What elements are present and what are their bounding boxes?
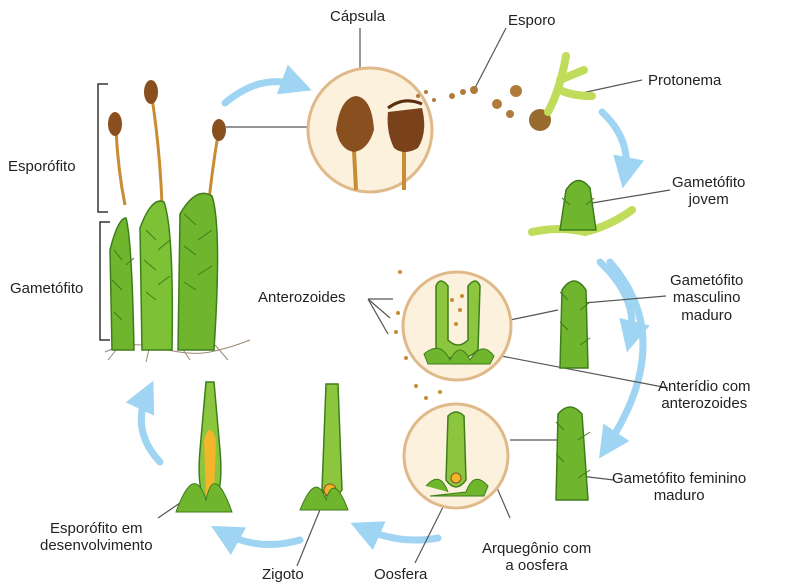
- cycle-arrow-5: [362, 528, 438, 540]
- young-gametophyte-illustration: [532, 180, 632, 232]
- open-capsule: [388, 108, 425, 152]
- label-esporofito: Esporófito: [8, 158, 76, 175]
- label-oosfera: Oosfera: [374, 566, 427, 583]
- male-gametophyte-illustration: [560, 281, 590, 368]
- label-zigoto: Zigoto: [262, 566, 304, 583]
- zygote-illustration: [300, 384, 348, 510]
- cycle-arrow-2: [602, 112, 626, 176]
- spore-capsules: [108, 80, 226, 141]
- label-protonema: Protonema: [648, 72, 721, 89]
- cycle-arrow-1: [225, 82, 300, 103]
- archegonium-circle: [404, 404, 508, 508]
- capsule-circle: [308, 68, 436, 192]
- spores: [449, 85, 522, 118]
- label-esporo: Esporo: [508, 12, 556, 29]
- gametofito-bracket: [100, 222, 110, 340]
- label-gametofito: Gametófito: [10, 280, 83, 297]
- esporofito-bracket: [98, 84, 108, 212]
- female-gametophyte-illustration: [556, 407, 590, 500]
- label-capsula: Cápsula: [330, 8, 385, 25]
- adult-moss-plant: [105, 80, 250, 362]
- cycle-arrow-7: [141, 392, 160, 462]
- protonema-illustration: [529, 56, 592, 131]
- antheridium-circle: [403, 272, 511, 380]
- label-anterozoides: Anterozoides: [258, 289, 346, 306]
- cycle-arrow-6: [222, 532, 300, 545]
- developing-sporophyte-illustration: [176, 382, 232, 512]
